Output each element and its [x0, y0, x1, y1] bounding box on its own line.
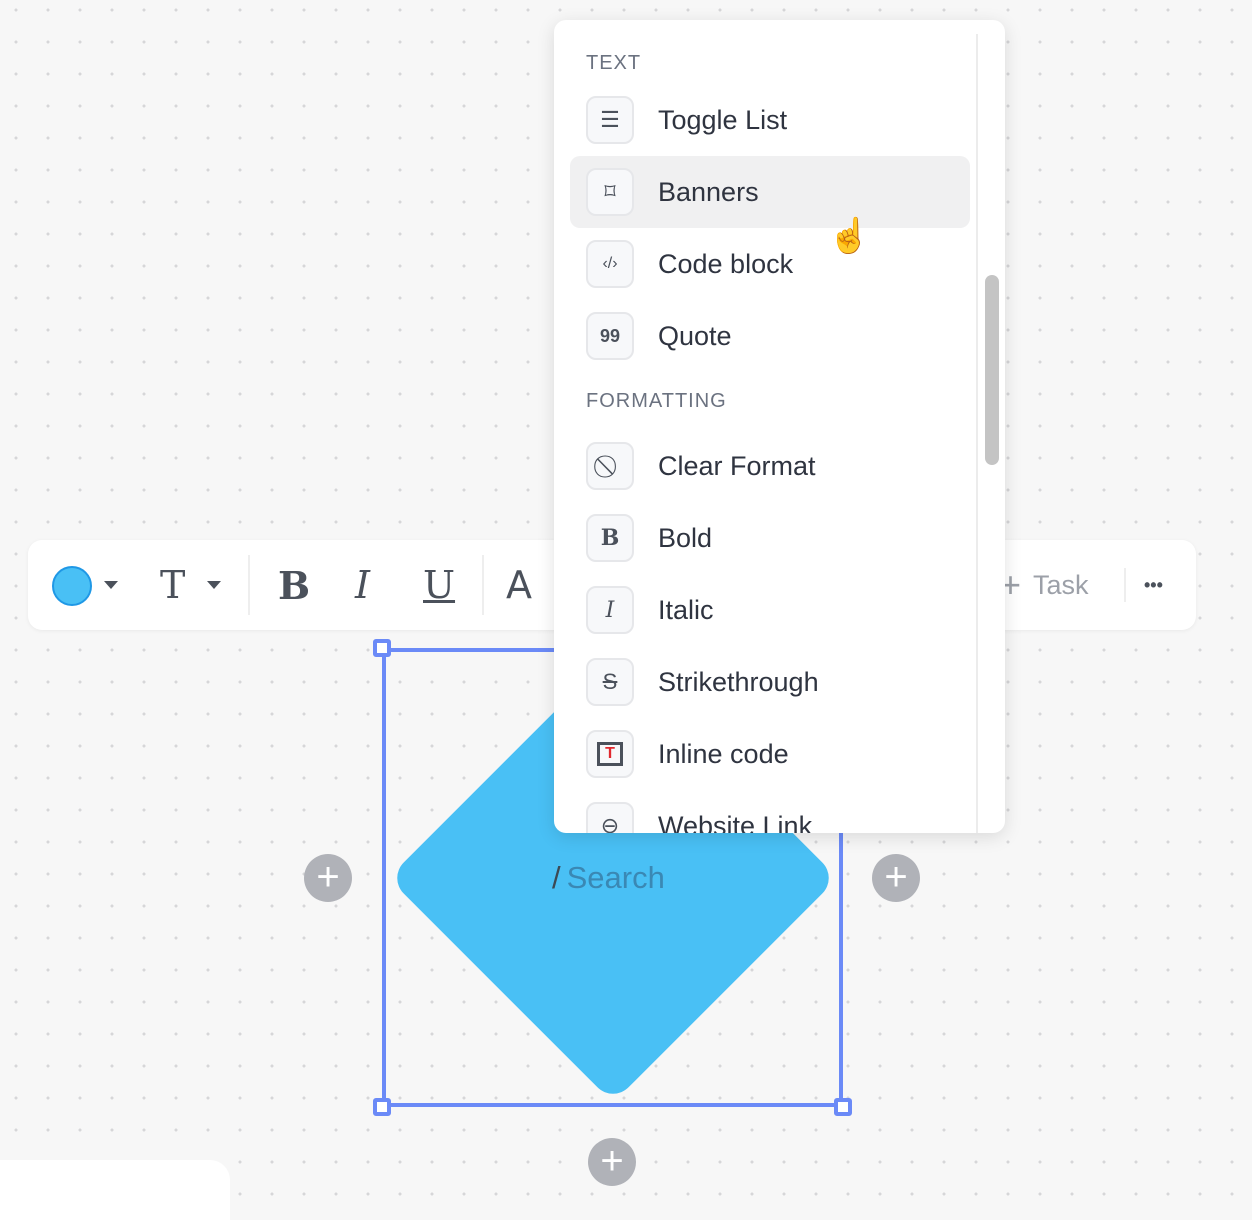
- more-icon: •••: [1144, 574, 1163, 595]
- menu-item-label: Inline code: [658, 738, 789, 769]
- code-icon: ‹/›: [586, 240, 634, 288]
- menu-item-inline-code[interactable]: T Inline code: [570, 718, 970, 790]
- underline-label: U: [423, 563, 456, 607]
- resize-handle-bottom-right[interactable]: [834, 1098, 852, 1116]
- divider: [248, 555, 250, 615]
- inline-code-icon: T: [586, 730, 634, 778]
- italic-label: I: [355, 563, 371, 607]
- resize-handle-bottom-left[interactable]: [373, 1098, 391, 1116]
- menu-item-bold[interactable]: B Bold: [570, 502, 970, 574]
- text-style-button[interactable]: T: [160, 540, 185, 630]
- section-title-text: TEXT: [586, 52, 642, 74]
- add-right-button[interactable]: +: [872, 854, 920, 902]
- section-title-formatting: FORMATTING: [586, 390, 727, 412]
- clear-format-icon: ⃠: [586, 442, 634, 490]
- link-icon: ⊖: [586, 802, 634, 833]
- menu-item-label: Italic: [658, 594, 714, 625]
- divider: [482, 555, 484, 615]
- add-bottom-button[interactable]: +: [588, 1138, 636, 1186]
- italic-icon: I: [586, 586, 634, 634]
- bottom-toolbar: [0, 1160, 230, 1220]
- text-style-label: T: [160, 563, 186, 607]
- task-label: Task: [1033, 569, 1089, 600]
- menu-item-label: Strikethrough: [658, 666, 819, 697]
- bookmark-icon: ⌑: [586, 168, 634, 216]
- menu-item-clear-format[interactable]: ⃠ Clear Format: [570, 430, 970, 502]
- quote-icon: 99: [586, 312, 634, 360]
- hand-cursor-icon: ☝: [828, 217, 871, 255]
- menu-item-strikethrough[interactable]: S Strikethrough: [570, 646, 970, 718]
- menu-item-banners[interactable]: ⌑ Banners: [570, 156, 970, 228]
- shape-color-button[interactable]: [52, 566, 92, 606]
- list-icon: ☰: [586, 96, 634, 144]
- search-placeholder: Search: [566, 860, 665, 895]
- font-color-button[interactable]: A: [506, 540, 532, 630]
- resize-handle-top-left[interactable]: [373, 639, 391, 657]
- bold-icon: B: [586, 514, 634, 562]
- strikethrough-icon: S: [586, 658, 634, 706]
- slash: /: [552, 860, 561, 895]
- font-color-label: A: [506, 563, 532, 607]
- more-options-button[interactable]: •••: [1144, 540, 1163, 630]
- scrollbar-thumb[interactable]: [985, 275, 999, 465]
- menu-item-label: Website Link: [658, 810, 813, 834]
- menu-item-label: Toggle List: [658, 104, 788, 135]
- bold-button[interactable]: B: [278, 540, 310, 630]
- menu-item-label: Clear Format: [658, 450, 816, 481]
- slash-command-menu: TEXT ☰ Toggle List ⌑ Banners ‹/› Code block…: [554, 20, 1005, 833]
- add-left-button[interactable]: +: [304, 854, 352, 902]
- menu-item-website-link[interactable]: ⊖ Website Link: [570, 790, 970, 833]
- menu-item-label: Code block: [658, 248, 794, 279]
- divider: [1124, 568, 1126, 602]
- bold-label: B: [278, 562, 311, 608]
- scrollbar-track: [976, 34, 978, 833]
- menu-item-code-block[interactable]: ‹/› Code block: [570, 228, 970, 300]
- underline-button[interactable]: U: [423, 540, 455, 630]
- menu-item-label: Banners: [658, 176, 759, 207]
- menu-item-quote[interactable]: 99 Quote: [570, 300, 970, 372]
- menu-item-toggle-list[interactable]: ☰ Toggle List: [570, 84, 970, 156]
- menu-item-label: Bold: [658, 522, 713, 553]
- text-style-caret-icon[interactable]: [207, 540, 221, 630]
- add-task-button[interactable]: + Task: [1000, 540, 1089, 630]
- color-caret-icon[interactable]: [104, 540, 118, 630]
- menu-item-italic[interactable]: I Italic: [570, 574, 970, 646]
- shape-search-input[interactable]: /Search: [552, 860, 665, 896]
- italic-button[interactable]: I: [355, 540, 370, 630]
- plus-icon: +: [1000, 564, 1022, 605]
- menu-item-label: Quote: [658, 320, 732, 351]
